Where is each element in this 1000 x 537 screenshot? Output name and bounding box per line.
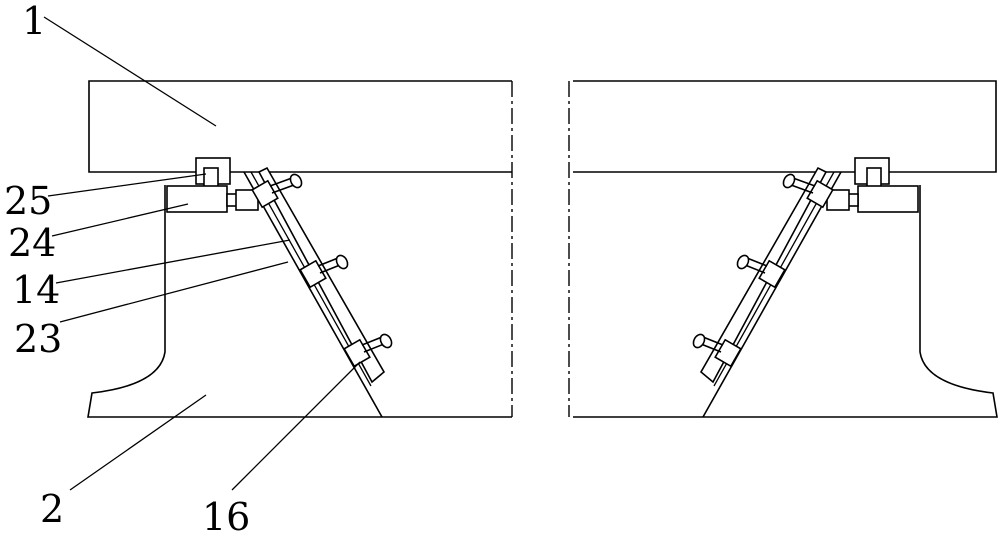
label-24: 24 [8,221,56,265]
left-part-25-piston [204,168,218,188]
label-14: 14 [12,268,60,312]
leader-24 [52,204,188,236]
left-rail-outer [244,172,382,417]
right-part-24-cylinder [858,186,918,212]
left-base [88,185,512,417]
right-part-25-piston [867,168,881,188]
leader-1 [44,17,216,126]
right-assembly [569,81,997,417]
leader-16 [232,362,360,490]
right-base [573,185,997,417]
label-23: 23 [14,317,62,361]
right-rail-outer [703,172,841,417]
leader-2 [70,395,206,490]
label-25: 25 [4,179,52,223]
label-1: 1 [22,0,46,43]
leader-23 [60,262,288,322]
left-part-24-cylinder [167,186,227,212]
right-top-block [573,81,996,172]
left-top-block [89,81,512,172]
left-assembly [88,81,512,417]
leader-14 [56,240,290,283]
label-16: 16 [202,495,250,537]
label-2: 2 [40,487,64,531]
